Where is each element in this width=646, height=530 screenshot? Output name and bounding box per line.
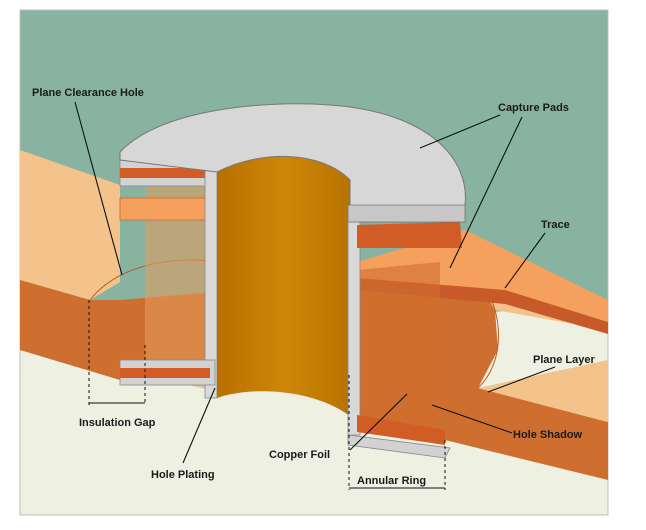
label-plane-clearance-hole: Plane Clearance Hole [32, 87, 144, 99]
hole-shadow-right [357, 262, 440, 440]
hole-shadow-left [145, 180, 210, 390]
left-top-copper [120, 168, 210, 178]
leader-plane-layer [487, 366, 556, 393]
label-plane-layer: Plane Layer [533, 354, 595, 366]
leader-capture-pad-right [449, 116, 523, 269]
label-hole-shadow: Hole Shadow [513, 429, 583, 441]
label-insulation-gap: Insulation Gap [79, 417, 156, 429]
hole-interior [217, 156, 355, 420]
right-bottom-copper [357, 415, 445, 445]
top-pad-side [347, 204, 466, 223]
left-inner-pad [119, 197, 213, 221]
label-copper-foil: Copper Foil [269, 449, 330, 461]
leader-hole-shadow [431, 404, 513, 434]
left-bottom-copper [120, 368, 210, 378]
leader-trace [504, 232, 546, 289]
top-capture-pad [119, 103, 466, 223]
right-top-copper [357, 222, 462, 248]
label-capture-pads: Capture Pads [498, 102, 569, 114]
left-plane-top [20, 150, 120, 300]
leader-hole-plating [182, 387, 216, 464]
right-plane-top [478, 360, 608, 422]
leader-capture-pad-top [419, 114, 501, 149]
leader-copper-foil [349, 393, 408, 451]
label-trace: Trace [541, 219, 570, 231]
label-hole-plating: Hole Plating [151, 469, 215, 481]
trace-top [357, 230, 608, 322]
label-annular-ring: Annular Ring [357, 475, 426, 487]
leader-plane-clearance-hole [74, 101, 123, 276]
